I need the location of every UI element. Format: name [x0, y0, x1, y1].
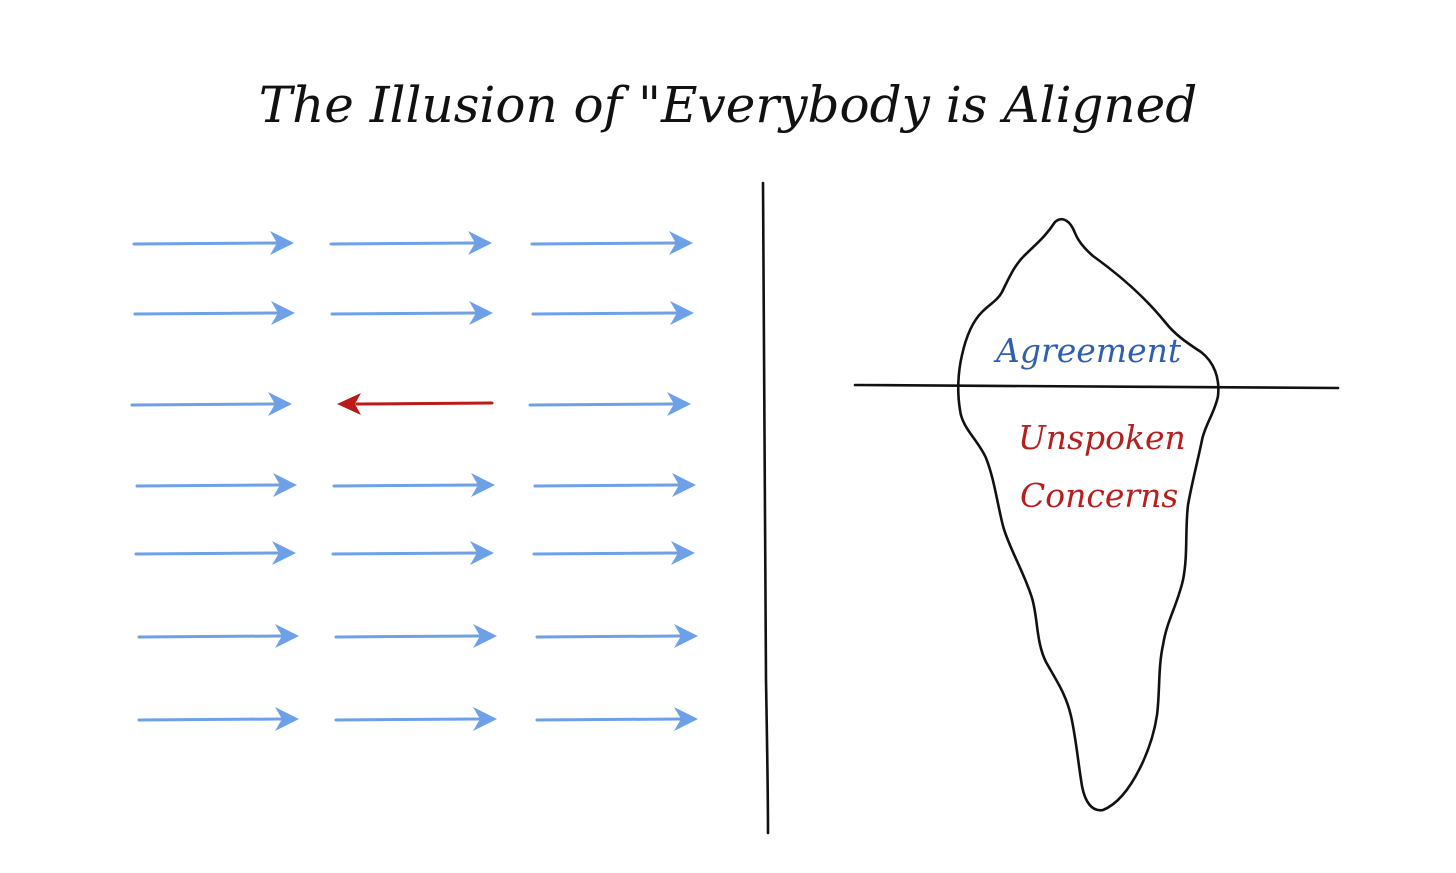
aligned-arrow-head: [672, 473, 696, 497]
aligned-arrow-head: [670, 301, 694, 325]
aligned-arrow-shaft: [137, 717, 283, 722]
arrow-grid: [130, 231, 698, 731]
aligned-arrow-head: [275, 707, 299, 731]
aligned-arrow-shaft: [329, 241, 476, 246]
aligned-arrow-head: [271, 301, 295, 325]
arrow-r6-c1: [137, 624, 299, 648]
aligned-arrow-shaft: [533, 483, 680, 488]
aligned-arrow-head: [669, 231, 693, 255]
reversed-arrow-shaft: [355, 401, 494, 406]
aligned-arrow-head: [273, 473, 297, 497]
aligned-arrow-head: [674, 624, 698, 648]
aligned-arrow-shaft: [532, 551, 679, 556]
aligned-arrow-shaft: [530, 241, 677, 246]
arrow-r6-c2: [334, 624, 497, 648]
aligned-arrow-head: [671, 541, 695, 565]
aligned-arrow-head: [473, 624, 497, 648]
aligned-arrow-head: [470, 541, 494, 565]
arrow-r7-c1: [137, 707, 299, 731]
arrow-r1-c1: [132, 231, 294, 255]
concerns-label: Concerns: [1020, 476, 1178, 515]
aligned-arrow-head: [471, 473, 495, 497]
arrow-r2-c1: [133, 301, 295, 325]
aligned-arrow-head: [272, 541, 296, 565]
arrow-r1-c2: [329, 231, 492, 255]
arrow-r3-c3: [528, 392, 691, 416]
aligned-arrow-shaft: [137, 634, 283, 639]
arrow-r7-c2: [334, 707, 497, 731]
arrow-r5-c3: [532, 541, 695, 565]
aligned-arrow-head: [667, 392, 691, 416]
aligned-arrow-shaft: [330, 311, 477, 316]
arrow-r5-c2: [331, 541, 494, 565]
arrow-r3-c1: [130, 392, 292, 416]
aligned-arrow-shaft: [535, 634, 682, 639]
reversed-arrow-head: [337, 393, 361, 415]
aligned-arrow-head: [468, 231, 492, 255]
aligned-arrow-shaft: [531, 311, 678, 316]
aligned-arrow-head: [268, 392, 292, 416]
aligned-arrow-shaft: [535, 717, 682, 722]
aligned-arrow-shaft: [334, 634, 481, 639]
aligned-arrow-shaft: [135, 483, 281, 488]
arrow-r1-c3: [530, 231, 693, 255]
aligned-arrow-shaft: [132, 241, 278, 246]
arrow-r7-c3: [535, 707, 698, 731]
iceberg-outline: [956, 218, 1220, 812]
aligned-arrow-shaft: [134, 551, 280, 556]
arrow-r6-c3: [535, 624, 698, 648]
aligned-arrow-head: [473, 707, 497, 731]
aligned-arrow-shaft: [334, 717, 481, 722]
arrow-r2-c3: [531, 301, 694, 325]
aligned-arrow-head: [275, 624, 299, 648]
aligned-arrow-head: [469, 301, 493, 325]
agreement-label: Agreement: [993, 331, 1182, 370]
arrow-r4-c2: [332, 473, 495, 497]
aligned-arrow-shaft: [130, 402, 276, 407]
unspoken-label: Unspoken: [1018, 418, 1186, 457]
arrow-r5-c1: [134, 541, 296, 565]
waterline: [853, 383, 1340, 390]
arrow-r3-c2: [337, 393, 494, 415]
arrow-r2-c2: [330, 301, 493, 325]
aligned-arrow-shaft: [331, 551, 478, 556]
aligned-arrow-head: [674, 707, 698, 731]
diagram-title: The Illusion of "Everybody is Aligned: [259, 76, 1198, 134]
vertical-divider: [761, 181, 770, 835]
arrow-r4-c3: [533, 473, 696, 497]
aligned-arrow-shaft: [528, 402, 675, 407]
aligned-arrow-head: [270, 231, 294, 255]
aligned-arrow-shaft: [332, 483, 479, 488]
aligned-arrow-shaft: [133, 311, 279, 316]
arrow-r4-c1: [135, 473, 297, 497]
